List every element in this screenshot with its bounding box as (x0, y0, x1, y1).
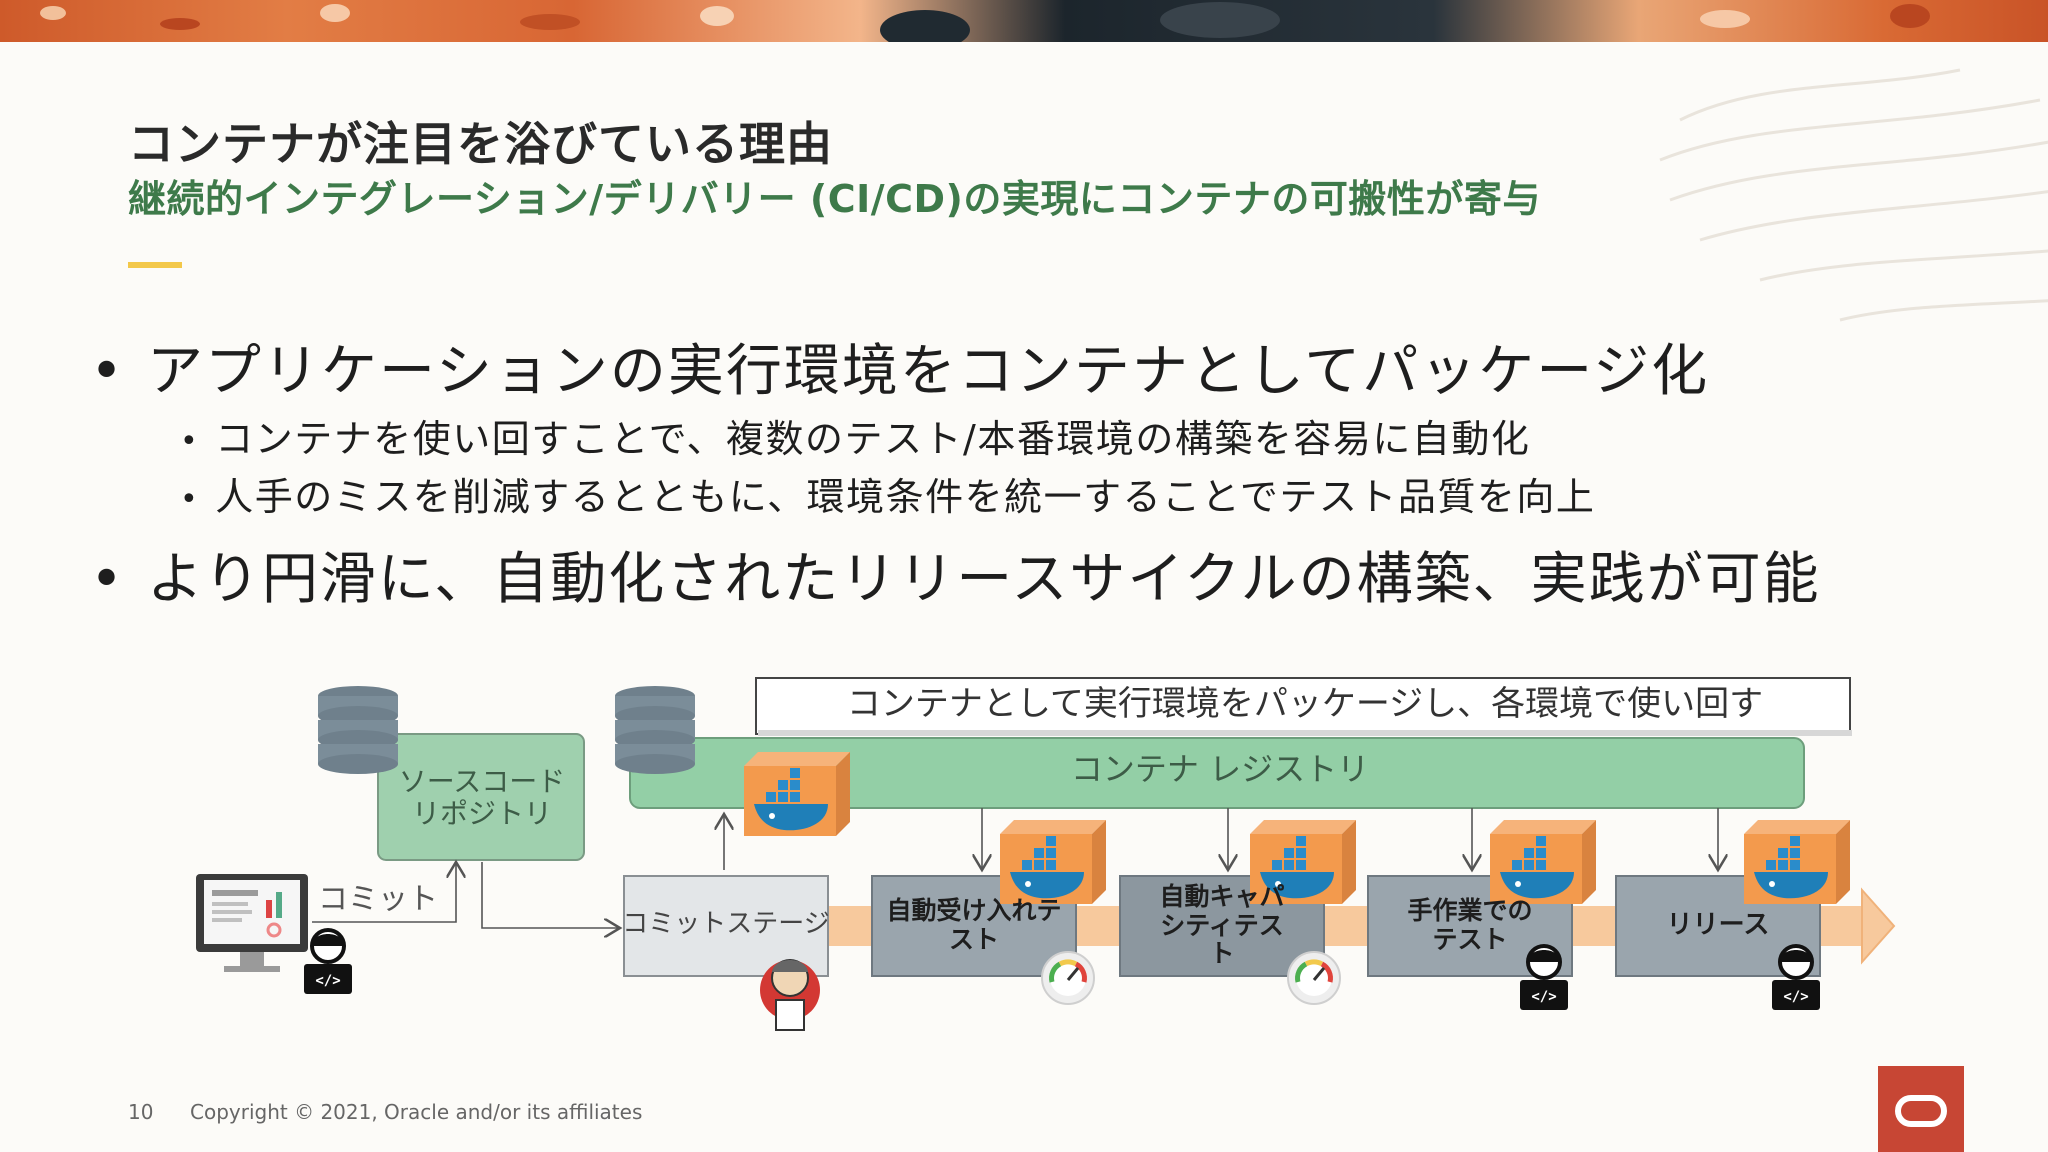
bullet-dot: • (90, 547, 126, 612)
bullet-dot: • (90, 339, 126, 404)
bullet-1-text: アプリケーションの実行環境をコンテナとしてパッケージ化 (147, 339, 1710, 404)
bullet-2-text: より円滑に、自動化されたリリースサイクルの構築、実践が可能 (147, 547, 1821, 612)
copyright: Copyright © 2021, Oracle and/or its affi… (190, 1100, 643, 1124)
banner-box (755, 677, 1851, 735)
stage-label-1: 自動受け入れテスト (886, 896, 1062, 954)
commit-stage-label: コミットステージ (622, 909, 830, 940)
stage-box-2 (1119, 875, 1325, 977)
commit-label: コミット (318, 881, 438, 917)
oracle-logo-mark (1895, 1095, 1947, 1127)
jenkins-icon (760, 959, 820, 1031)
oracle-logo (1878, 1066, 1964, 1152)
developer-icon (302, 928, 354, 996)
docker-icon (744, 752, 850, 836)
stage-label-4: リリース (1666, 910, 1770, 941)
bullet-2: • より円滑に、自動化されたリリースサイクルの構築、実践が可能 (90, 534, 1821, 615)
registry-label: コンテナ レジストリ (1070, 749, 1370, 788)
commit-stage-box (623, 875, 829, 977)
source-repo (318, 686, 585, 861)
database-icon (318, 686, 398, 774)
computer-icon (196, 874, 308, 972)
database-icon (615, 686, 695, 774)
gauge-icon (1288, 952, 1340, 1004)
source-repo-label: ソースコードリポジトリ (398, 764, 566, 830)
docker-icon (1744, 820, 1850, 904)
stage-label-2: 自動キャパシティテスト (1159, 881, 1285, 969)
title-accent-bar (128, 262, 182, 268)
header-art-band (0, 0, 2048, 42)
bullet-dot: • (180, 482, 200, 517)
slide-title: コンテナが注目を浴びている理由 (128, 117, 833, 171)
page-number: 10 (128, 1100, 154, 1124)
registry (615, 686, 1805, 836)
banner-text: コンテナとして実行環境をパッケージし、各環境で使い回す (846, 684, 1764, 725)
decorative-wave-pattern (1659, 68, 2048, 322)
bullet-1: • アプリケーションの実行環境をコンテナとしてパッケージ化 (90, 326, 1709, 407)
bullet-1-1-text: コンテナを使い回すことで、複数のテスト/本番環境の構築を容易に自動化 (215, 417, 1531, 461)
bullet-1-1: • コンテナを使い回すことで、複数のテスト/本番環境の構築を容易に自動化 (180, 408, 1530, 463)
bullet-1-2-text: 人手のミスを削減するとともに、環境条件を統一することでテスト品質を向上 (215, 475, 1596, 519)
bullet-dot: • (180, 424, 200, 459)
bullet-1-2: • 人手のミスを削減するとともに、環境条件を統一することでテスト品質を向上 (180, 466, 1595, 521)
developer-icon (1770, 944, 1822, 1012)
slide-subtitle: 継続的インテグレーション/デリバリー (CI/CD)の実現にコンテナの可搬性が寄… (128, 177, 1541, 221)
stage-label-3: 手作業でのテスト (1407, 896, 1533, 954)
